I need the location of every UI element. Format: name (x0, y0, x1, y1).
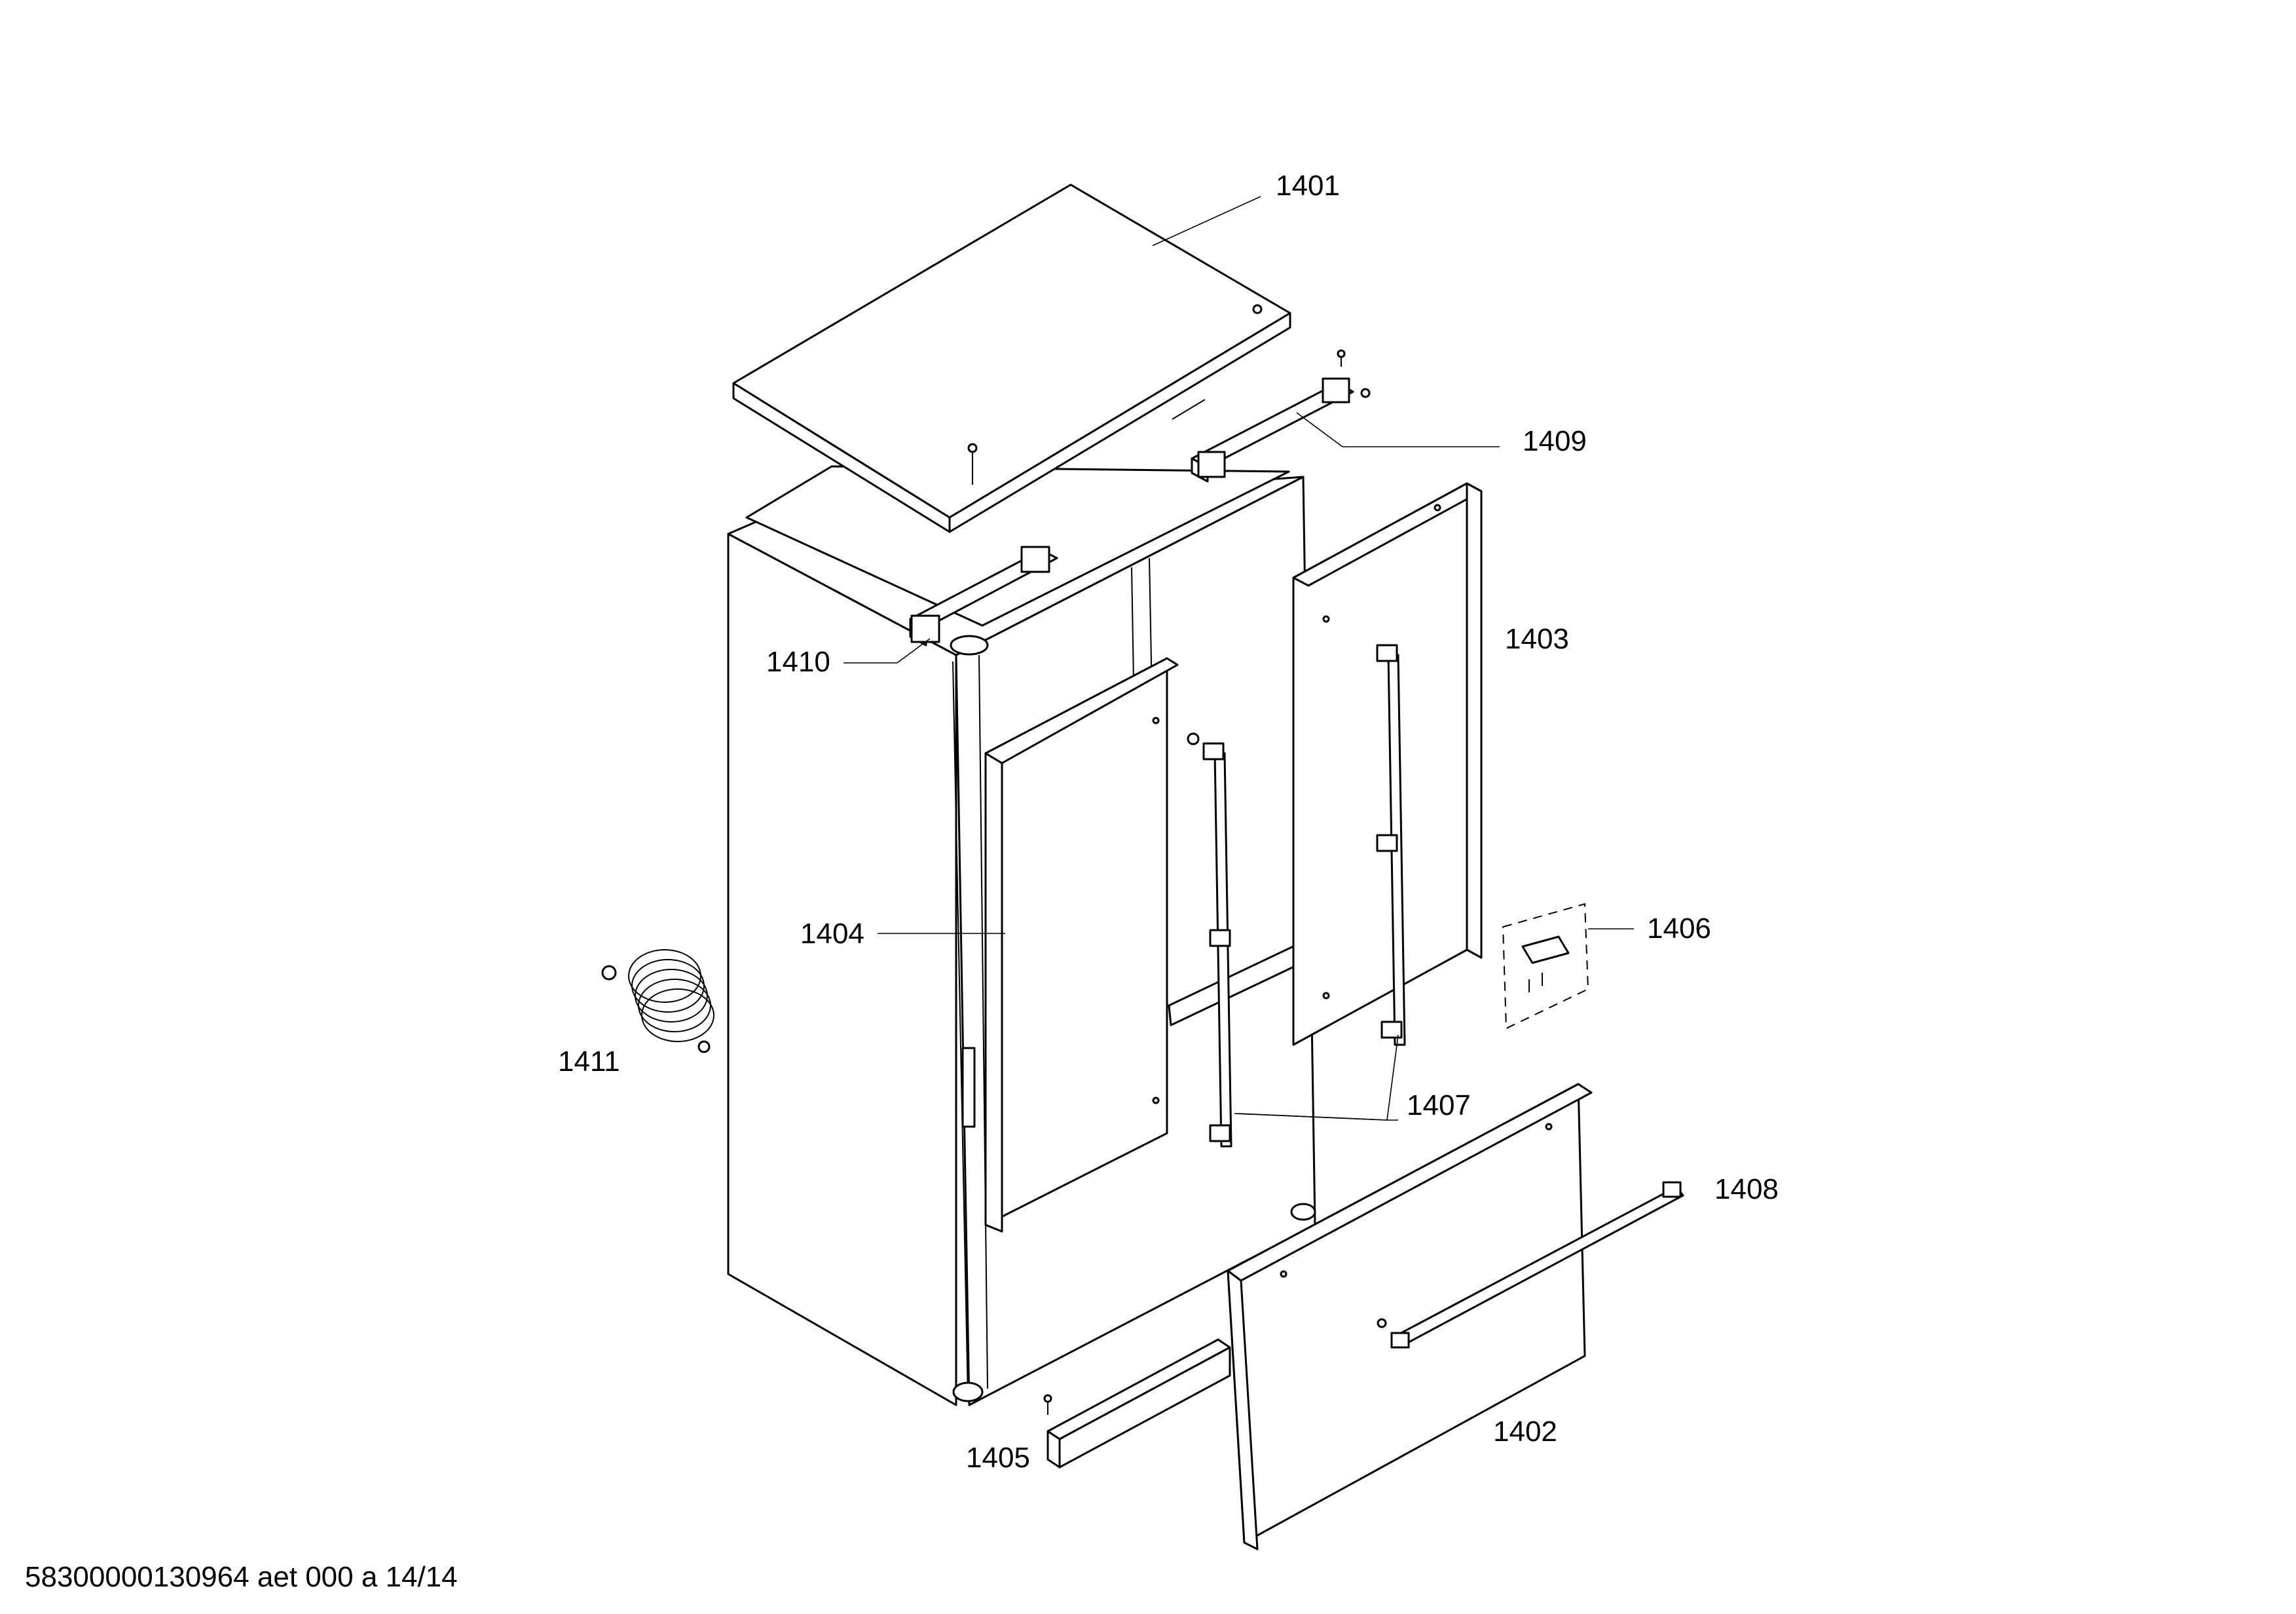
callout-1408: 1408 (1714, 1173, 1779, 1205)
callout-1411: 1411 (558, 1045, 620, 1078)
drawer-front (1227, 1083, 1593, 1550)
callout-1403: 1403 (1505, 623, 1569, 655)
door-handle-right (1376, 644, 1406, 1046)
clip-bracket (1502, 903, 1589, 1030)
door-panel-left (984, 657, 1179, 1233)
leader-lines (843, 196, 1634, 1121)
toe-kick-grille (1043, 1338, 1231, 1469)
drawer-handle (1390, 1181, 1684, 1349)
mounting-rail-lower (909, 546, 1058, 656)
callout-1402: 1402 (1493, 1416, 1557, 1448)
callout-1405: 1405 (966, 1442, 1030, 1474)
callout-1409: 1409 (1523, 425, 1587, 457)
callout-1401: 1401 (1276, 170, 1340, 202)
callout-1404: 1404 (800, 918, 864, 950)
callout-1410: 1410 (766, 646, 830, 678)
mounting-rail-upper (1191, 349, 1371, 483)
top-cover (732, 183, 1291, 533)
door-handle-left (1187, 732, 1232, 1148)
callout-1407: 1407 (1407, 1089, 1471, 1121)
callout-1406: 1406 (1647, 912, 1711, 945)
coiled-hose (601, 949, 714, 1053)
document-id: 58300000130964 aet 000 a 14/14 (25, 1561, 458, 1593)
door-panel-right (1292, 482, 1483, 1046)
